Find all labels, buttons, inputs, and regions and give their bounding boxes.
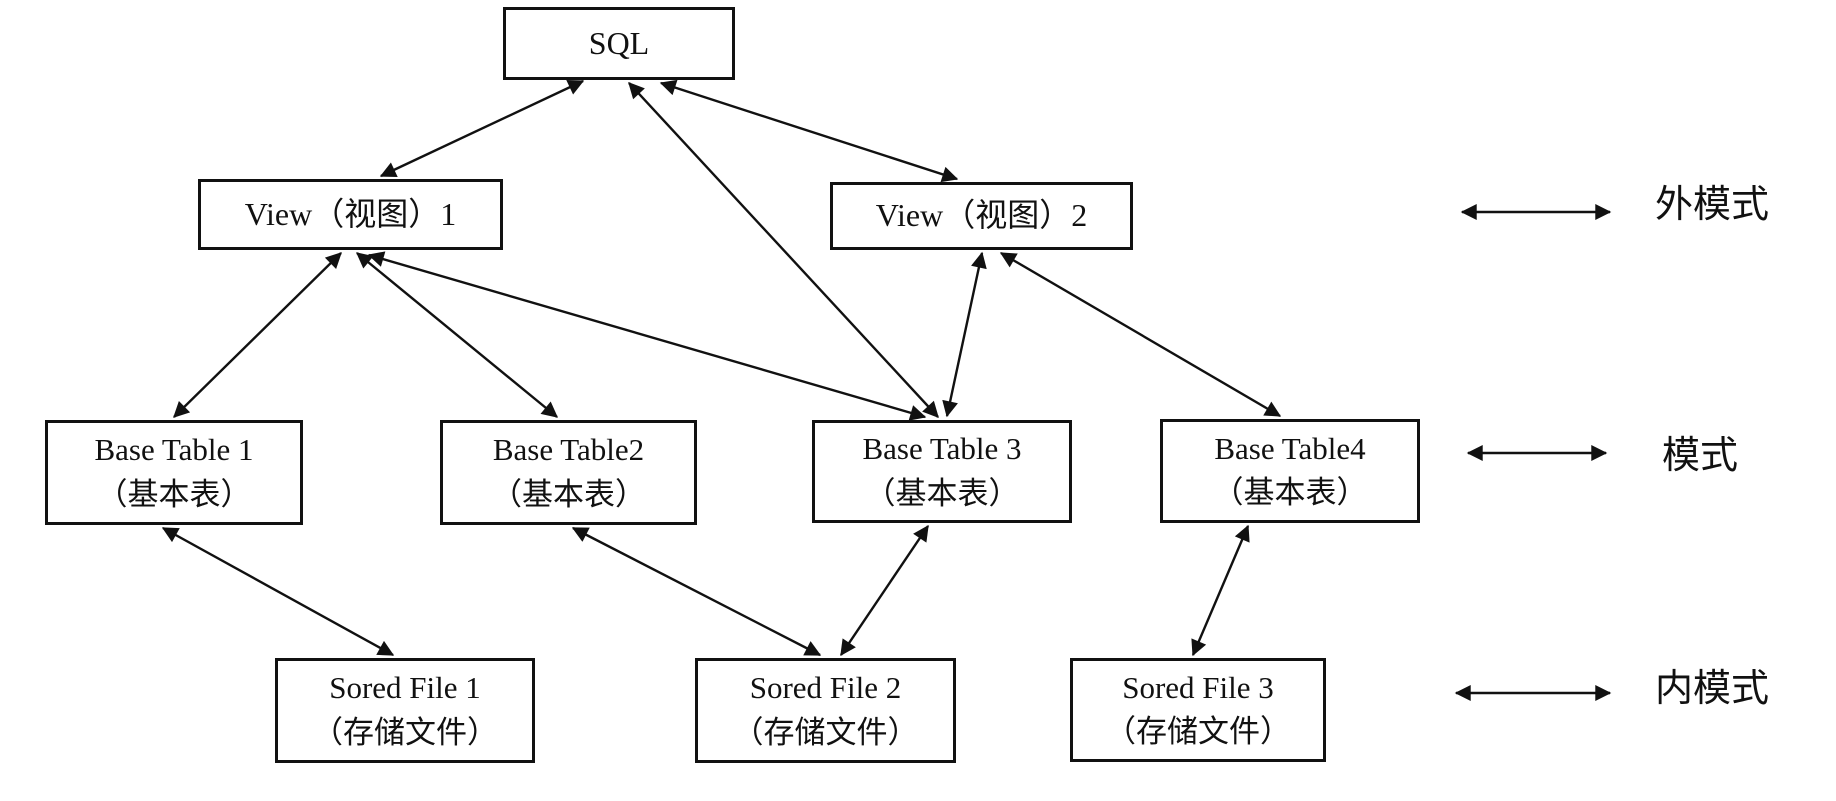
node-view2-line-1: View（视图）2 <box>875 197 1088 234</box>
legend-label-external-schema: 外模式 <box>1655 184 1770 226</box>
edge-bt4-sf3 <box>1191 524 1250 657</box>
edge-bt1-sf1 <box>161 526 395 657</box>
legend-arrows <box>1454 204 1612 701</box>
node-sql-line-1: SQL <box>588 24 650 61</box>
legend-label-internal-schema: 内模式 <box>1655 668 1770 710</box>
node-bt1-line-1: Base Table 1 <box>94 432 254 468</box>
node-sf2-line-2: （存储文件） <box>732 714 919 750</box>
edge-view1-bt3 <box>367 251 927 421</box>
node-sf2-line-1: Sored File 2 <box>749 670 902 706</box>
node-sf1-line-1: Sored File 1 <box>329 670 481 706</box>
node-sf3: Sored File 3 （存储文件） <box>1070 658 1326 762</box>
node-bt2-line-1: Base Table2 <box>492 432 645 468</box>
node-bt4: Base Table4 （基本表） <box>1160 419 1420 523</box>
node-sf3-line-1: Sored File 3 <box>1122 669 1274 705</box>
node-bt3-line-2: （基本表） <box>864 475 1020 511</box>
edge-bt3-sf2 <box>840 524 929 657</box>
node-view1-line-1: View（视图）1 <box>244 195 457 232</box>
node-bt4-line-2: （基本表） <box>1212 475 1368 510</box>
node-view2: View（视图）2 <box>830 182 1133 250</box>
edge-view2-bt3 <box>942 251 987 418</box>
edge-sql-bt3 <box>628 82 939 418</box>
edge-bt2-sf2 <box>571 526 822 657</box>
edge-view2-bt4 <box>999 251 1282 418</box>
legend-label-schema: 模式 <box>1662 435 1739 477</box>
node-sf1: Sored File 1 （存储文件） <box>275 658 535 763</box>
connection-arrows <box>161 79 1282 657</box>
edge-view1-bt2 <box>356 252 558 418</box>
node-sf3-line-2: （存储文件） <box>1105 714 1291 749</box>
node-bt3: Base Table 3 （基本表） <box>812 420 1072 523</box>
node-bt2: Base Table2 （基本表） <box>440 420 697 525</box>
node-sql: SQL <box>503 7 735 80</box>
node-bt1-line-2: （基本表） <box>96 476 252 512</box>
node-bt1: Base Table 1 （基本表） <box>45 420 303 525</box>
node-bt3-line-1: Base Table 3 <box>862 431 1022 467</box>
edge-sql-view1 <box>379 79 585 178</box>
node-sf1-line-2: （存储文件） <box>312 714 498 750</box>
node-view1: View（视图）1 <box>198 179 503 250</box>
edge-view1-bt1 <box>173 252 342 418</box>
node-bt4-line-1: Base Table4 <box>1214 430 1366 466</box>
node-sf2: Sored File 2 （存储文件） <box>695 658 956 763</box>
node-bt2-line-2: （基本表） <box>491 476 646 512</box>
